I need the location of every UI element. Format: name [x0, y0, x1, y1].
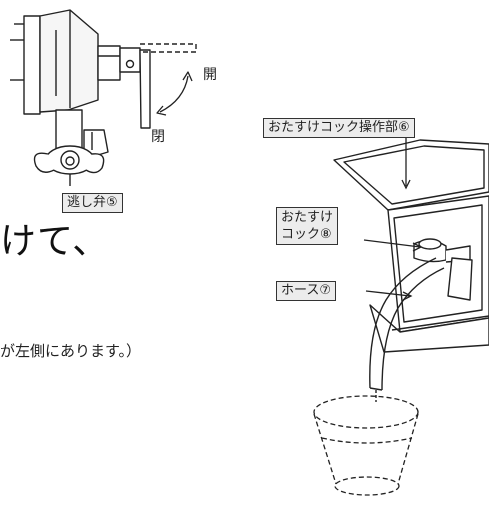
bucket-drawing [313, 395, 419, 496]
cock-panel-callout: おたすけコック操作部⑥ [263, 118, 415, 138]
heading-fragment: けて、 [0, 221, 110, 262]
otasuke-cock-callout-line1: おたすけ [281, 210, 334, 225]
leader-lines [363, 137, 423, 301]
label-open: 開 [203, 67, 217, 83]
note-fragment: が左側にあります。） [0, 342, 142, 360]
label-closed: 閉 [151, 129, 165, 145]
otasuke-cock-callout-line2: コック⑧ [281, 227, 332, 242]
hose-callout: ホース⑦ [276, 281, 337, 301]
relief-valve-drawing [10, 9, 197, 186]
otasuke-cock-callout: おたすけ コック⑧ [276, 207, 339, 245]
relief-valve-callout: 逃し弁⑤ [62, 193, 123, 213]
otasuke-cock-drawing [333, 139, 489, 402]
